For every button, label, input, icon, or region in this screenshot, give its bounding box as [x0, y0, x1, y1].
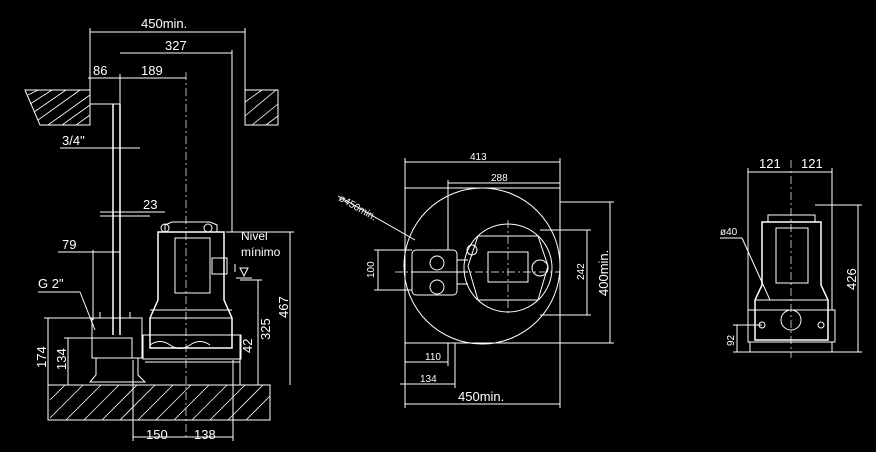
pipe-thread-label: 3/4" [62, 133, 85, 148]
dim-325: 325 [258, 318, 273, 340]
discharge-pipe [100, 104, 150, 335]
dim-79: 79 [62, 237, 76, 252]
dim-150: 150 [146, 427, 168, 442]
dim-42: 42 [240, 339, 255, 353]
top-dimensions: 413 288 ø450min. 100 242 400min. 110 [337, 152, 614, 408]
dim-138: 138 [194, 427, 216, 442]
dim-450min-top: 450min. [458, 389, 504, 404]
level-label-1: Nivel [241, 229, 268, 243]
sump-circle [403, 187, 561, 345]
outlet-label: G 2" [38, 276, 64, 291]
front-pump-body [754, 221, 829, 341]
ceiling-slab [24, 89, 279, 126]
dim-92: 92 [726, 334, 737, 346]
dim-121-right: 121 [801, 156, 823, 171]
top-view: 413 288 ø450min. 100 242 400min. 110 [337, 152, 614, 408]
dim-467: 467 [276, 296, 291, 318]
dim-450min: 450min. [141, 16, 187, 31]
dim-242: 242 [576, 263, 587, 280]
dim-110: 110 [425, 352, 441, 363]
dim-426: 426 [844, 268, 859, 290]
floor-slab [47, 384, 271, 421]
dim-174: 174 [34, 346, 49, 368]
dim-100: 100 [366, 261, 377, 278]
level-marker: Nivel mínimo [234, 229, 281, 279]
dim-413: 413 [470, 152, 487, 163]
side-view: Nivel mínimo 450min. 327 86 189 3/4" 23 … [24, 16, 294, 442]
dim-134-top: 134 [420, 374, 437, 385]
front-view: 121 121 ø40 426 92 [720, 156, 862, 358]
dim-23: 23 [143, 197, 157, 212]
side-dimensions: 450min. 327 86 189 3/4" 23 79 G 2" 42 [34, 16, 294, 442]
sump-square [404, 187, 561, 344]
base-coupling [88, 312, 147, 383]
pump-body [142, 221, 242, 363]
dim-288: 288 [491, 173, 508, 184]
dim-86: 86 [93, 63, 107, 78]
dim-189: 189 [141, 63, 163, 78]
dim-134: 134 [54, 348, 69, 370]
dim-diam450: ø450min. [337, 193, 379, 223]
dim-diam40: ø40 [720, 227, 738, 238]
dim-121-left: 121 [759, 156, 781, 171]
front-dimensions: 121 121 ø40 426 92 [720, 156, 862, 353]
level-label-2: mínimo [241, 245, 281, 259]
dim-400min: 400min. [596, 250, 611, 296]
dim-327: 327 [165, 38, 187, 53]
